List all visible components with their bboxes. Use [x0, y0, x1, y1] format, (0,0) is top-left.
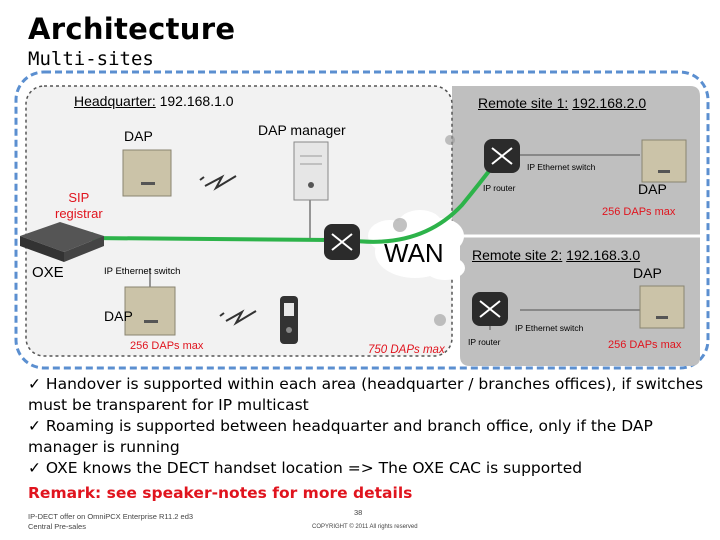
footer-copyright: COPYRIGHT © 2011 All rights reserved — [312, 524, 418, 530]
dap-r2-icon — [639, 285, 685, 329]
dect-handset-icon — [280, 296, 298, 344]
dap-top-label: DAP — [124, 128, 153, 144]
footer-doc-title: IP-DECT offer on OmniPCX Enterprise R11.… — [28, 512, 194, 521]
remark-text: Remark: see speaker-notes for more detai… — [28, 484, 413, 502]
remote2-title: Remote site 2: — [472, 247, 563, 263]
hq-link-line — [89, 236, 331, 242]
oxe-label: OXE — [32, 264, 64, 281]
dap-manager-label: DAP manager — [258, 122, 346, 138]
bullet-item: ✓ Roaming is supported between headquart… — [28, 417, 653, 456]
remote2-label: Remote site 2: 192.168.3.0 — [472, 247, 640, 263]
r1-switch-icon — [484, 139, 520, 173]
remote1-title: Remote site 1: — [478, 95, 569, 111]
hq-switch-label: IP Ethernet switch — [104, 266, 181, 277]
wan-max-label: 750 DAPs max — [368, 344, 445, 356]
page-title: Architecture — [28, 12, 236, 46]
headquarter-ip: 192.168.1.0 — [159, 93, 234, 109]
dap-top-icon — [122, 149, 172, 197]
dap-manager-server-icon — [293, 141, 329, 201]
r2-switch-label: IP Ethernet switch — [515, 323, 584, 333]
sip-registrar-label: SIP registrar — [55, 190, 103, 221]
r1-dap-label: DAP — [638, 181, 667, 197]
dap-bottom-label: DAP — [104, 308, 133, 324]
footer-team: Central Pre-sales — [28, 522, 86, 531]
hq-switch-icon — [324, 224, 360, 260]
dap-r1-icon — [641, 139, 687, 183]
r2-switch-icon — [472, 292, 508, 326]
wan-label: WAN — [384, 238, 444, 268]
wan-link-line — [347, 160, 498, 244]
dap-bottom-icon — [124, 286, 176, 336]
network-diagram — [14, 70, 710, 370]
feature-bullets: ✓ Handover is supported within each area… — [28, 374, 708, 479]
bullet-item: ✓ OXE knows the DECT handset location =>… — [28, 459, 583, 477]
page-subtitle: Multi-sites — [28, 48, 154, 70]
remote1-label: Remote site 1: 192.168.2.0 — [478, 95, 646, 111]
r2-dap-label: DAP — [633, 265, 662, 281]
r1-switch-label: IP Ethernet switch — [527, 162, 596, 172]
multi-site-boundary — [14, 70, 710, 370]
remote1-ip: 192.168.2.0 — [572, 95, 647, 111]
headquarter-label: Headquarter: 192.168.1.0 — [74, 93, 234, 109]
headquarter-title: Headquarter: — [74, 93, 156, 109]
r2-max-label: 256 DAPs max — [608, 339, 682, 351]
hq-max-label: 256 DAPs max — [130, 340, 204, 352]
oxe-server-icon — [20, 222, 104, 262]
remote2-ip: 192.168.3.0 — [566, 247, 641, 263]
bullet-item: ✓ Handover is supported within each area… — [28, 375, 704, 414]
r1-router-label: IP router — [483, 183, 516, 193]
footer-page-number: 38 — [354, 508, 363, 517]
r1-max-label: 256 DAPs max — [602, 206, 676, 218]
r2-router-label: IP router — [468, 337, 501, 347]
wireless-signal-icon — [199, 174, 257, 326]
